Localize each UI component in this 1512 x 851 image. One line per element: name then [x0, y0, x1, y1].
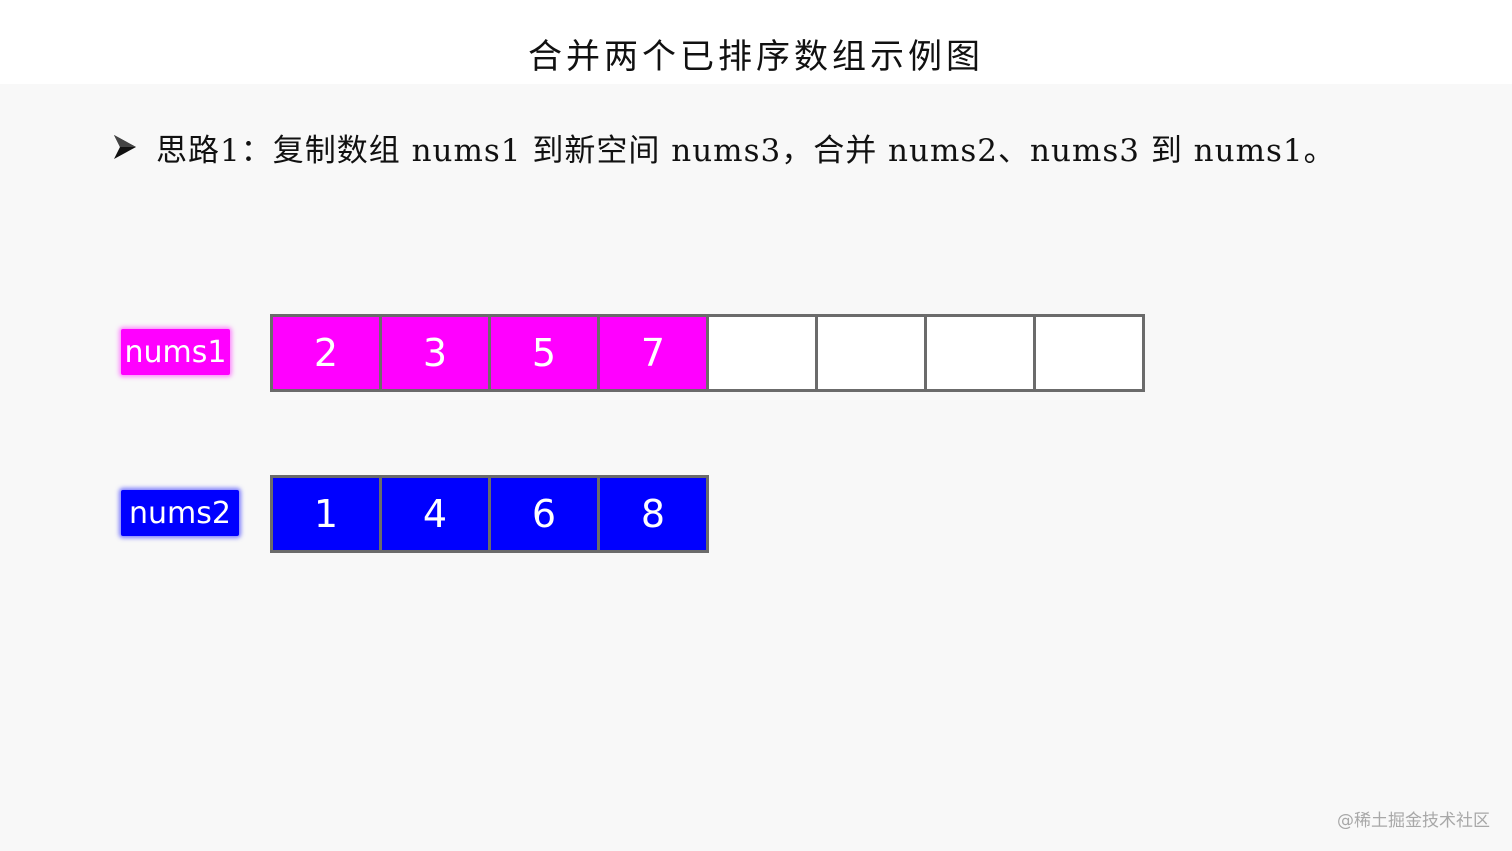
- nums1-cell: 3: [382, 317, 488, 389]
- bullet-text: 思路1：复制数组 nums1 到新空间 nums3，合并 nums2、nums3…: [156, 132, 1336, 169]
- page-title: 合并两个已排序数组示例图: [528, 37, 984, 77]
- nums2-cell: 8: [600, 478, 706, 550]
- nums1-array: 2 3 5 7: [270, 314, 1145, 392]
- nums2-label: nums2: [121, 490, 239, 536]
- nums1-cell-empty: [818, 317, 924, 389]
- nums1-cell-empty: [709, 317, 815, 389]
- nums2-array: 1 4 6 8: [270, 475, 709, 553]
- nums1-cell-empty: [927, 317, 1033, 389]
- nums2-cell: 4: [382, 478, 488, 550]
- nums1-cell-empty: [1036, 317, 1142, 389]
- arrowhead-bullet-icon: [114, 135, 136, 159]
- nums1-label: nums1: [121, 329, 230, 375]
- nums1-cell: 2: [273, 317, 379, 389]
- nums1-cell: 7: [600, 317, 706, 389]
- nums2-cell: 6: [491, 478, 597, 550]
- nums2-cell: 1: [273, 478, 379, 550]
- title-band: [0, 0, 1512, 84]
- bullet-line: 思路1：复制数组 nums1 到新空间 nums3，合并 nums2、nums3…: [112, 122, 1336, 172]
- watermark: @稀土掘金技术社区: [1337, 811, 1490, 831]
- nums1-cell: 5: [491, 317, 597, 389]
